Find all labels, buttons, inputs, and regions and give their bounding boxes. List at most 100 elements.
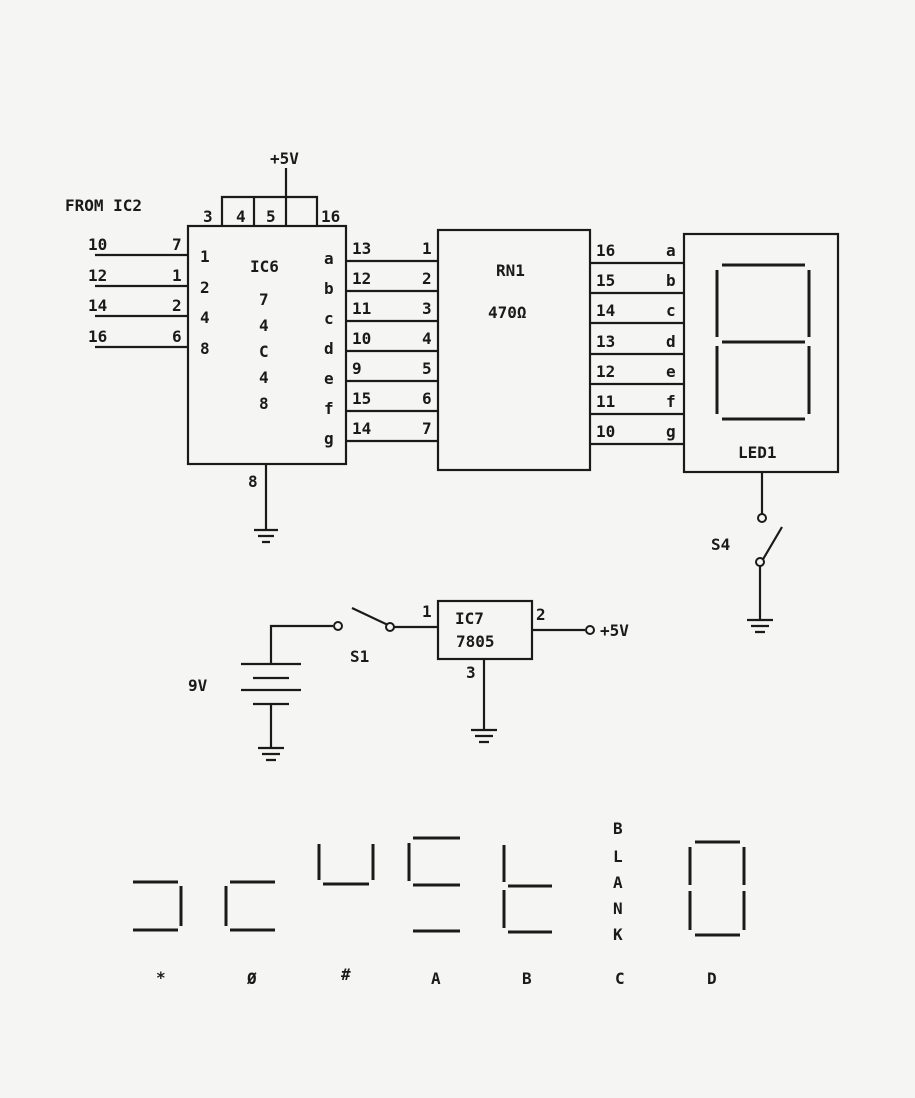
ic6-out-pin: 12	[352, 269, 371, 288]
blank-letter: K	[613, 925, 623, 944]
ic6-top-pin-5: 5	[266, 207, 276, 226]
ic7-name: IC7	[455, 609, 484, 628]
ic6-seg-label: b	[324, 279, 334, 298]
ic6-seg-label: f	[324, 399, 334, 418]
s4-label: S4	[711, 535, 730, 554]
rn1-out-pin: 12	[596, 362, 615, 381]
s4-lever	[761, 526, 783, 562]
ic7-pin-in: 1	[422, 602, 432, 621]
ic6-input-pin: 1	[200, 247, 210, 266]
ic6-decoder: +5V 3 4 5 16 IC6 7 4 C 4 8 8	[186, 149, 348, 544]
rn1-to-led-wires: 16 15 14 13 12 11 10 a b c d e f g	[590, 241, 684, 446]
ic6-ground-pin: 8	[248, 472, 258, 491]
rn1-body	[436, 228, 592, 472]
battery-ground-symbol	[258, 746, 284, 762]
led1-seven-segment-icon	[715, 263, 811, 421]
code-label: D	[707, 969, 717, 988]
input-left-pin: 10	[88, 235, 107, 254]
led-seg-label: f	[666, 392, 676, 411]
ic7-output-terminal	[585, 625, 595, 635]
ic2-inputs: FROM IC2 10 7 1 12 1 2 14 2 4 16 6 8	[65, 196, 210, 358]
ic7-output-label: +5V	[600, 621, 629, 640]
ic6-seg-label: e	[324, 369, 334, 388]
code-glyph-c-blank: B L A N K	[613, 819, 623, 944]
ic6-out-pin: 10	[352, 329, 371, 348]
code-glyph-zero	[224, 880, 275, 932]
led-seg-label: c	[666, 301, 676, 320]
ic7-ground-symbol	[471, 728, 497, 744]
ic6-ground-symbol	[254, 528, 278, 544]
code-label: B	[522, 969, 532, 988]
ic6-top-pin-3: 3	[203, 207, 213, 226]
ic6-top-pin-strip	[220, 195, 319, 226]
code-glyph-a	[407, 836, 460, 933]
input-right-pin: 2	[172, 296, 182, 315]
led-seg-label: g	[666, 422, 676, 441]
ic6-part-char: 8	[259, 394, 269, 413]
ic6-part-char: C	[259, 342, 269, 361]
s4-ground-symbol	[747, 618, 773, 634]
ic7-part: 7805	[456, 632, 495, 651]
rn1-out-pin: 11	[596, 392, 615, 411]
rn1-in-pin: 7	[422, 419, 432, 438]
s4-switch: S4	[711, 472, 783, 634]
s4-contact-top	[757, 513, 767, 523]
ic6-out-pin: 9	[352, 359, 362, 378]
rn1-in-pin: 1	[422, 239, 432, 258]
ic6-out-pin: 14	[352, 419, 371, 438]
display-codes: B L A N K * Ø # A B C D	[133, 819, 746, 988]
led-seg-label: b	[666, 271, 676, 290]
led-seg-label: a	[666, 241, 676, 260]
ic6-out-pin: 11	[352, 299, 371, 318]
led-seg-label: e	[666, 362, 676, 381]
ic6-input-pin: 4	[200, 308, 210, 327]
s4-contact-bottom	[755, 557, 765, 567]
led-seg-label: d	[666, 332, 676, 351]
ic6-part-char: 4	[259, 316, 269, 335]
blank-letter: L	[613, 847, 623, 866]
ic7-pin-gnd: 3	[466, 663, 476, 682]
input-left-pin: 14	[88, 296, 107, 315]
code-label: Ø	[246, 969, 257, 988]
ic6-top-pin-16: 16	[321, 207, 340, 226]
rn1-name: RN1	[496, 261, 525, 280]
ic6-top-pin-4: 4	[236, 207, 246, 226]
rn1-out-pin: 15	[596, 271, 615, 290]
ic6-out-pin: 13	[352, 239, 371, 258]
blank-letter: B	[613, 819, 623, 838]
ic6-supply-label: +5V	[270, 149, 299, 168]
blank-letter: N	[613, 899, 623, 918]
ic6-seg-label: a	[324, 249, 334, 268]
rn1-in-pin: 6	[422, 389, 432, 408]
s1-contact-left	[333, 621, 343, 631]
led1-display: LED1	[682, 232, 840, 474]
code-label: C	[615, 969, 625, 988]
code-glyph-hash	[317, 844, 375, 886]
code-glyph-star	[133, 880, 183, 932]
rn1-out-pin: 16	[596, 241, 615, 260]
ic6-to-rn1-wires: a b c d e f g 13 12 11 10 9 15 14 1 2 3 …	[324, 239, 438, 448]
rn1-in-pin: 5	[422, 359, 432, 378]
ic7-pin-out: 2	[536, 605, 546, 624]
code-label: #	[341, 965, 351, 984]
power-supply: 9V S1 IC7 7805 1 2 3 +5V	[188, 599, 629, 762]
input-left-pin: 12	[88, 266, 107, 285]
ic6-out-pin: 15	[352, 389, 371, 408]
code-label: A	[431, 969, 441, 988]
s1-lever	[351, 607, 389, 626]
code-glyph-b	[502, 845, 552, 934]
rn1-out-pin: 10	[596, 422, 615, 441]
rn1-in-pin: 3	[422, 299, 432, 318]
rn1-out-pin: 13	[596, 332, 615, 351]
ic6-seg-label: d	[324, 339, 334, 358]
from-ic2-label: FROM IC2	[65, 196, 142, 215]
ic6-part-char: 7	[259, 290, 269, 309]
battery-icon	[241, 662, 301, 706]
led1-body	[682, 232, 840, 474]
rn1-out-pin: 14	[596, 301, 615, 320]
ic6-name: IC6	[250, 257, 279, 276]
input-right-pin: 7	[172, 235, 182, 254]
s1-label: S1	[350, 647, 369, 666]
rn1-in-pin: 4	[422, 329, 432, 348]
ic6-part-char: 4	[259, 368, 269, 387]
